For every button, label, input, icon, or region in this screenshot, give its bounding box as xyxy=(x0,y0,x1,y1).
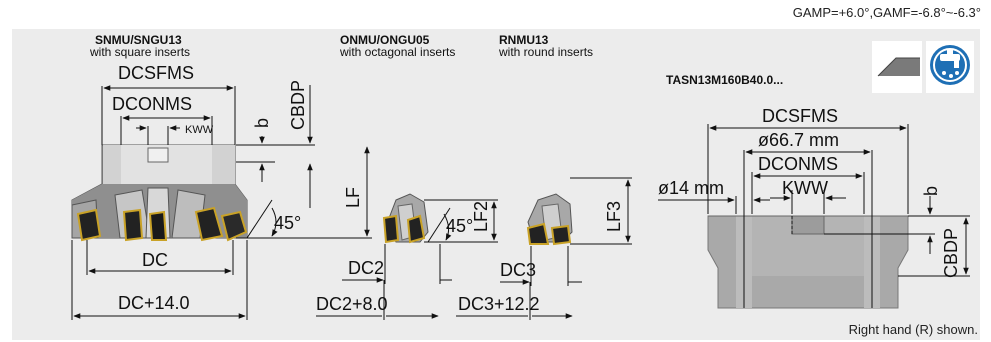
hand-note: Right hand (R) shown. xyxy=(849,322,978,337)
body-dia14-label: ø14 mm xyxy=(658,178,724,198)
coolant-tap-icon xyxy=(926,41,974,93)
octagonal-insert-view xyxy=(382,193,429,244)
body-section-dimensions xyxy=(658,124,970,308)
square-angle-label: 45° xyxy=(274,213,301,233)
square-dc-label: DC xyxy=(142,250,168,270)
round-dc3-plus-label: DC3+12.2 xyxy=(458,294,540,314)
oct-dc2-label: DC2 xyxy=(348,258,384,278)
square-dcsfms-label: DCSFMS xyxy=(118,63,194,83)
body-code: TASN13M160B40.0... xyxy=(666,73,783,87)
oct-angle-label: 45° xyxy=(446,216,473,236)
square-dc-plus-label: DC+14.0 xyxy=(118,293,190,313)
body-kww-label: KWW xyxy=(782,178,828,198)
square-variant-code: SNMU/SNGU13 xyxy=(95,33,182,47)
octagonal-variant-code: ONMU/ONGU05 xyxy=(340,33,430,47)
body-dia66-label: ø66.7 mm xyxy=(758,130,839,150)
angle-note: GAMP=+6.0°,GAMF=-6.8°~-6.3° xyxy=(792,5,981,20)
body-b-label: b xyxy=(921,186,941,196)
round-insert-view xyxy=(526,193,573,246)
insert-profile-icon xyxy=(872,41,922,93)
square-variant-desc: with square inserts xyxy=(89,45,190,59)
body-dconms-label: DCONMS xyxy=(758,154,838,174)
square-cbdp-label: CBDP xyxy=(288,80,308,130)
round-variant-code: RNMU13 xyxy=(499,33,549,47)
square-b-label: b xyxy=(252,118,272,128)
square-lf-label: LF xyxy=(343,187,363,208)
octagonal-dimensions xyxy=(316,199,498,320)
square-dconms-label: DCONMS xyxy=(112,94,192,114)
square-cutter-dimensions xyxy=(71,85,372,320)
round-variant-desc: with round inserts xyxy=(498,45,593,59)
square-kww-label: KWW xyxy=(185,124,214,136)
round-dimensions xyxy=(456,177,632,320)
round-lf3-label: LF3 xyxy=(604,201,624,232)
cutter-body-section xyxy=(707,215,909,309)
oct-lf2-label: LF2 xyxy=(471,201,491,232)
octagonal-variant-desc: with octagonal inserts xyxy=(339,45,455,59)
round-dc3-label: DC3 xyxy=(500,260,536,280)
oct-dc2-plus-label: DC2+8.0 xyxy=(316,294,388,314)
square-insert-cutter xyxy=(71,144,248,242)
square-inserts xyxy=(76,206,248,242)
body-cbdp-label: CBDP xyxy=(941,228,961,278)
body-dcsfms-label: DCSFMS xyxy=(762,106,838,126)
